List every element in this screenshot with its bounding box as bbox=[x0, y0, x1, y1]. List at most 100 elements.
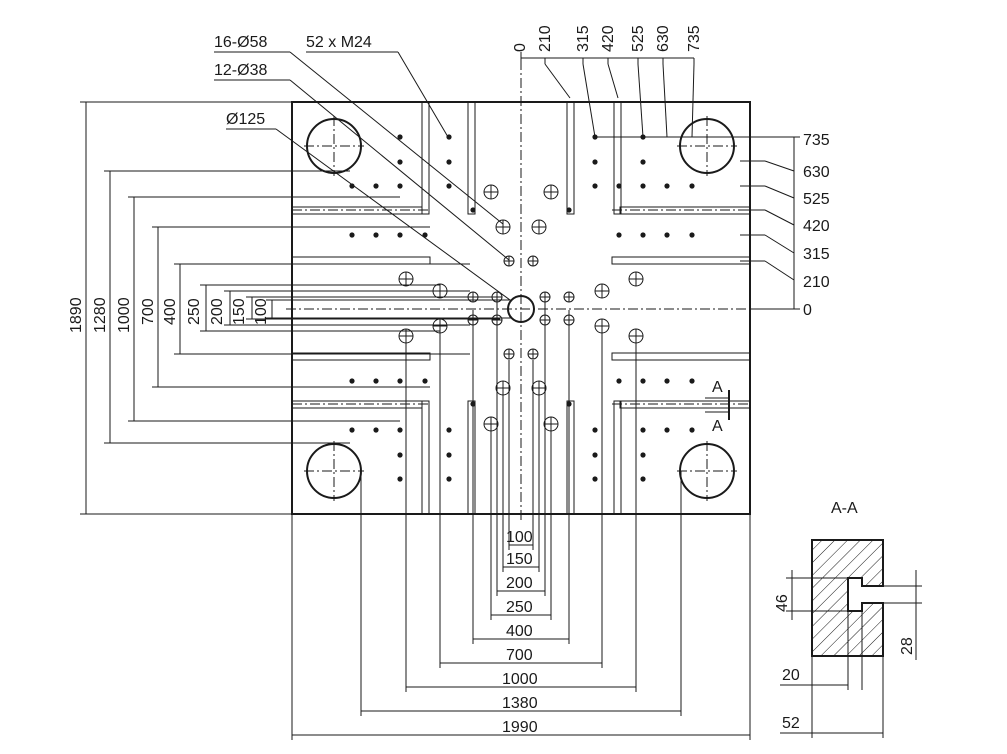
tapped-hole-m24 bbox=[640, 427, 646, 433]
tapped-hole-m24 bbox=[397, 427, 403, 433]
tapped-hole-m24 bbox=[664, 378, 670, 384]
dim-46: 46 bbox=[774, 594, 791, 612]
tapped-hole-m24 bbox=[446, 476, 452, 482]
center-hole bbox=[507, 295, 535, 323]
tapped-hole-m24 bbox=[446, 159, 452, 165]
top-tick-420: 420 bbox=[600, 25, 617, 52]
bottom-dim-1000: 1000 bbox=[502, 671, 538, 688]
tapped-hole-m24 bbox=[422, 232, 428, 238]
tapped-hole-m24 bbox=[397, 452, 403, 458]
tapped-hole-m24 bbox=[397, 378, 403, 384]
tapped-hole-m24 bbox=[446, 452, 452, 458]
tapped-hole-m24 bbox=[349, 427, 355, 433]
left-dim-150: 150 bbox=[231, 298, 248, 325]
left-dim-1890: 1890 bbox=[68, 297, 85, 333]
tapped-hole-m24 bbox=[616, 232, 622, 238]
bottom-dim-200: 200 bbox=[506, 575, 533, 592]
tapped-hole-m24 bbox=[640, 159, 646, 165]
platen-outline bbox=[286, 60, 756, 520]
tapped-hole-m24 bbox=[397, 476, 403, 482]
left-dim-200: 200 bbox=[209, 298, 226, 325]
tapped-hole-m24 bbox=[664, 232, 670, 238]
top-tick-525: 525 bbox=[630, 25, 647, 52]
left-dim-250: 250 bbox=[186, 298, 203, 325]
right-tick-315: 315 bbox=[803, 246, 830, 263]
tapped-hole-m24 bbox=[470, 207, 476, 213]
bottom-dim-400: 400 bbox=[506, 623, 533, 640]
tapped-hole-m24 bbox=[373, 183, 379, 189]
left-dimensions: 1890 1280 1000 700 400 250 200 150 100 bbox=[68, 101, 512, 515]
callouts: 16-Ø58 52 x M24 12-Ø38 Ø125 bbox=[214, 34, 511, 301]
top-tick-630: 630 bbox=[655, 25, 672, 52]
section-marker-bottom: A bbox=[712, 418, 723, 435]
section-view-a-a: A-A 46 28 20 52 bbox=[774, 500, 922, 738]
tapped-hole-m24 bbox=[373, 427, 379, 433]
top-tick-315: 315 bbox=[575, 25, 592, 52]
left-dim-1280: 1280 bbox=[92, 297, 109, 333]
tapped-hole-m24 bbox=[397, 159, 403, 165]
t-slots bbox=[291, 101, 751, 515]
tapped-hole-m24 bbox=[397, 134, 403, 140]
tapped-hole-m24 bbox=[640, 232, 646, 238]
callout-holes-38: 12-Ø38 bbox=[214, 62, 267, 79]
tapped-hole-m24 bbox=[616, 183, 622, 189]
tapped-hole-m24 bbox=[566, 207, 572, 213]
callout-tapped-holes: 52 x M24 bbox=[306, 34, 372, 51]
tapped-hole-m24 bbox=[422, 378, 428, 384]
tapped-hole-m24 bbox=[592, 427, 598, 433]
section-marker-top: A bbox=[712, 379, 723, 396]
tapped-hole-m24 bbox=[397, 183, 403, 189]
tapped-holes bbox=[349, 134, 695, 482]
right-tick-420: 420 bbox=[803, 218, 830, 235]
tapped-hole-m24 bbox=[592, 159, 598, 165]
tapped-hole-m24 bbox=[349, 183, 355, 189]
callout-holes-58: 16-Ø58 bbox=[214, 34, 267, 51]
tapped-hole-m24 bbox=[446, 183, 452, 189]
tapped-hole-m24 bbox=[640, 183, 646, 189]
bottom-dim-100: 100 bbox=[506, 529, 533, 546]
bottom-dimensions: 100 150 200 250 400 700 1000 1380 1990 bbox=[291, 300, 751, 740]
left-dim-700: 700 bbox=[140, 298, 157, 325]
tapped-hole-m24 bbox=[664, 183, 670, 189]
tapped-hole-m24 bbox=[446, 427, 452, 433]
tapped-hole-m24 bbox=[689, 427, 695, 433]
tapped-hole-m24 bbox=[689, 183, 695, 189]
right-tick-525: 525 bbox=[803, 191, 830, 208]
right-tick-630: 630 bbox=[803, 164, 830, 181]
top-tick-210: 210 bbox=[537, 25, 554, 52]
tie-bar-holes bbox=[304, 116, 737, 501]
tapped-hole-m24 bbox=[616, 378, 622, 384]
right-tick-0: 0 bbox=[803, 302, 812, 319]
top-tick-735: 735 bbox=[686, 25, 703, 52]
section-title: A-A bbox=[831, 500, 858, 517]
bottom-dim-1990: 1990 bbox=[502, 719, 538, 736]
bottom-dim-150: 150 bbox=[506, 551, 533, 568]
tapped-hole-m24 bbox=[349, 378, 355, 384]
tapped-hole-m24 bbox=[349, 232, 355, 238]
right-tick-735: 735 bbox=[803, 132, 830, 149]
top-tick-0: 0 bbox=[512, 43, 529, 52]
dim-28: 28 bbox=[899, 637, 916, 655]
tapped-hole-m24 bbox=[592, 183, 598, 189]
right-dimensions: 735 630 525 420 315 210 0 bbox=[595, 132, 830, 319]
tapped-hole-m24 bbox=[689, 378, 695, 384]
tapped-hole-m24 bbox=[373, 232, 379, 238]
dim-52: 52 bbox=[782, 715, 800, 732]
tapped-hole-m24 bbox=[640, 452, 646, 458]
top-dimensions: 0 210 315 420 525 630 735 bbox=[512, 25, 703, 138]
tapped-hole-m24 bbox=[373, 378, 379, 384]
tapped-hole-m24 bbox=[397, 232, 403, 238]
left-dim-400: 400 bbox=[162, 298, 179, 325]
left-dim-100: 100 bbox=[253, 298, 270, 325]
tapped-hole-m24 bbox=[592, 452, 598, 458]
bottom-dim-250: 250 bbox=[506, 599, 533, 616]
tapped-hole-m24 bbox=[592, 476, 598, 482]
left-dim-1000: 1000 bbox=[116, 297, 133, 333]
tapped-hole-m24 bbox=[664, 427, 670, 433]
right-tick-210: 210 bbox=[803, 274, 830, 291]
tapped-hole-m24 bbox=[689, 232, 695, 238]
section-marker: A A bbox=[705, 379, 730, 435]
callout-center-hole: Ø125 bbox=[226, 111, 265, 128]
tapped-hole-m24 bbox=[640, 378, 646, 384]
